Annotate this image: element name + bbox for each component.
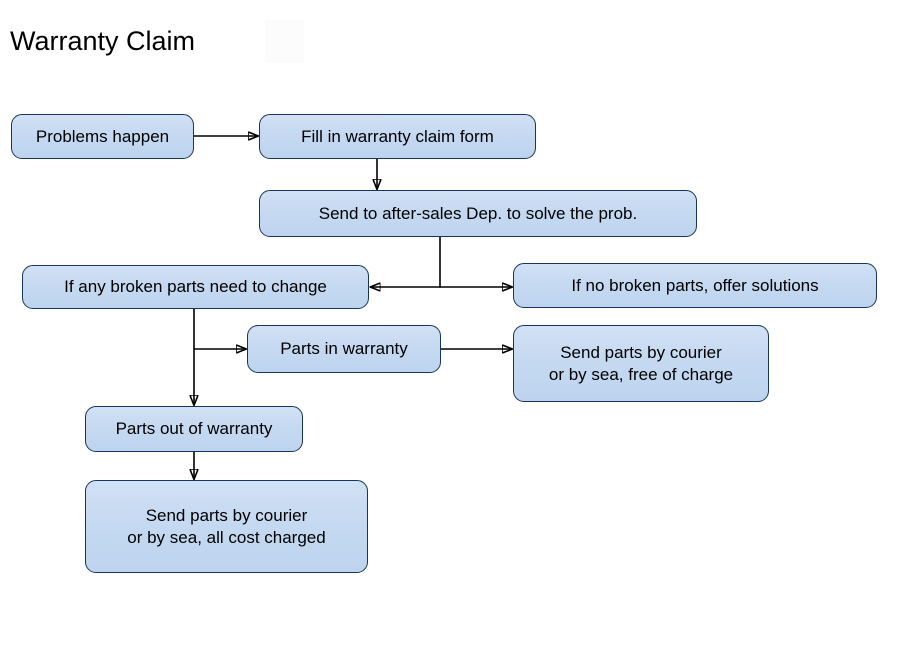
- node-fill-claim-form[interactable]: Fill in warranty claim form: [259, 114, 536, 159]
- title-placeholder-box: [265, 20, 304, 63]
- page-title: Warranty Claim: [10, 26, 196, 56]
- node-send-free-of-charge[interactable]: Send parts by courier or by sea, free of…: [513, 325, 769, 402]
- node-send-after-sales[interactable]: Send to after-sales Dep. to solve the pr…: [259, 190, 697, 237]
- node-broken-parts-change[interactable]: If any broken parts need to change: [22, 265, 369, 309]
- node-parts-out-of-warranty[interactable]: Parts out of warranty: [85, 406, 303, 452]
- node-send-cost-charged[interactable]: Send parts by courier or by sea, all cos…: [85, 480, 368, 573]
- node-parts-in-warranty[interactable]: Parts in warranty: [247, 325, 441, 373]
- node-no-broken-parts[interactable]: If no broken parts, offer solutions: [513, 263, 877, 308]
- node-problems-happen[interactable]: Problems happen: [11, 114, 194, 159]
